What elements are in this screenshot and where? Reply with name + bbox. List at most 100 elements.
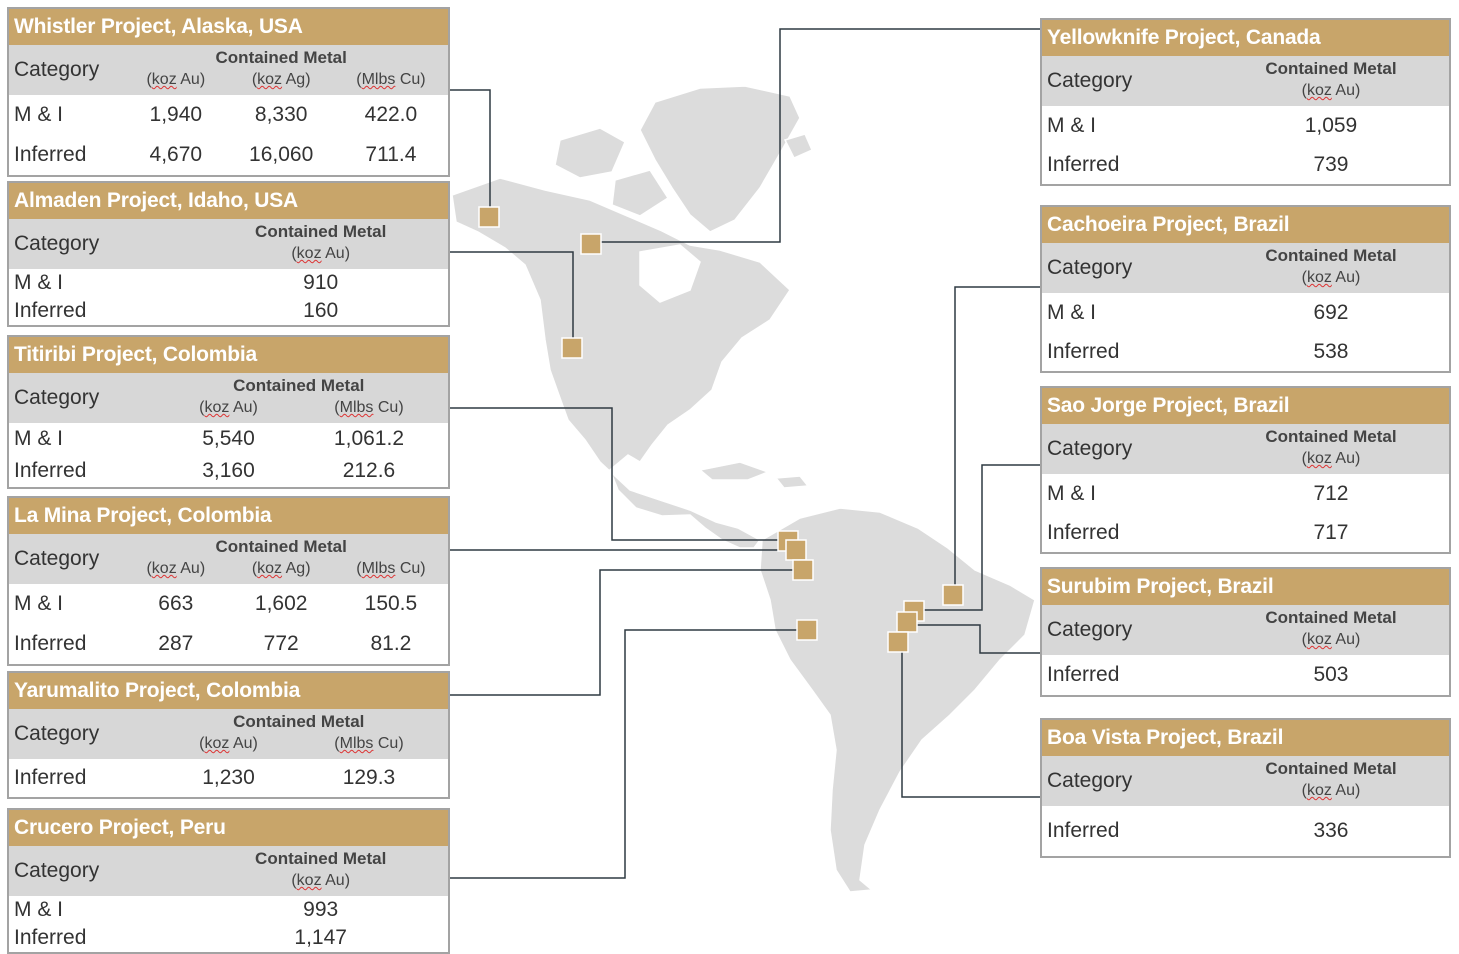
north-america-landmass bbox=[451, 177, 791, 549]
row-value: 212.6 bbox=[342, 459, 396, 482]
unit-symbol: Ag bbox=[285, 71, 306, 88]
table-row: Inferred 1,147 bbox=[9, 924, 448, 952]
unit-symbol: Au bbox=[1335, 450, 1355, 467]
connector-boavista bbox=[901, 648, 1040, 798]
marker-crucero[interactable] bbox=[796, 619, 818, 641]
project-title: Yarumalito Project, Colombia bbox=[9, 673, 448, 709]
row-label: M & I bbox=[14, 427, 64, 450]
arctic-island-1 bbox=[554, 127, 626, 179]
row-value: 1,147 bbox=[294, 926, 347, 949]
connector-titiribi bbox=[450, 407, 780, 541]
row-label: Inferred bbox=[1047, 521, 1120, 544]
unit-symbol: Au bbox=[232, 735, 253, 752]
category-header: Category bbox=[14, 386, 100, 409]
row-label: M & I bbox=[14, 592, 64, 615]
row-label: M & I bbox=[14, 898, 64, 921]
contained-metal-header: Contained Metal bbox=[1265, 608, 1397, 627]
row-value: 692 bbox=[1313, 301, 1349, 324]
contained-metal-header: Contained Metal bbox=[1265, 427, 1397, 446]
arctic-island-2 bbox=[611, 169, 670, 217]
row-label: Inferred bbox=[1047, 153, 1120, 176]
contained-metal-header: Contained Metal bbox=[255, 849, 387, 868]
marker-boavista[interactable] bbox=[887, 631, 909, 653]
row-label: Inferred bbox=[14, 632, 87, 655]
row-label: Inferred bbox=[14, 926, 87, 949]
unit-name: koz bbox=[151, 71, 177, 88]
marker-lamina[interactable] bbox=[785, 539, 807, 561]
unit-name: koz bbox=[204, 735, 230, 752]
unit-name: koz bbox=[151, 560, 177, 577]
iceland-island bbox=[783, 133, 813, 159]
project-title: Boa Vista Project, Brazil bbox=[1042, 720, 1449, 756]
connector-crucero bbox=[450, 629, 800, 879]
project-title: Almaden Project, Idaho, USA bbox=[9, 183, 448, 219]
project-title: Crucero Project, Peru bbox=[9, 810, 448, 846]
unit-header: (koz Au) bbox=[146, 560, 206, 577]
row-value: 3,160 bbox=[202, 459, 255, 482]
marker-cachoeira[interactable] bbox=[942, 584, 964, 606]
unit-header: (Mlbs Cu) bbox=[334, 735, 404, 752]
marker-yellowknife[interactable] bbox=[580, 233, 602, 255]
row-label: Inferred bbox=[14, 766, 87, 789]
unit-name: Mlbs bbox=[339, 399, 374, 416]
marker-whistler[interactable] bbox=[478, 206, 500, 228]
unit-name: koz bbox=[296, 872, 322, 889]
unit-name: Mlbs bbox=[361, 560, 396, 577]
marker-surubim[interactable] bbox=[896, 611, 918, 633]
unit-symbol: Au bbox=[1335, 782, 1355, 799]
row-value: 663 bbox=[158, 592, 194, 615]
project-title: Titiribi Project, Colombia bbox=[9, 337, 448, 373]
unit-name: koz bbox=[1306, 82, 1332, 99]
project-title: Yellowknife Project, Canada bbox=[1042, 20, 1449, 56]
contained-metal-header: Contained Metal bbox=[233, 712, 365, 731]
unit-header: (koz Au) bbox=[1301, 782, 1361, 799]
contained-metal-header: Contained Metal bbox=[215, 48, 347, 67]
unit-symbol: Au bbox=[180, 71, 200, 88]
marker-yarumalito[interactable] bbox=[792, 559, 814, 581]
unit-header: (koz Ag) bbox=[251, 560, 311, 577]
unit-header: (koz Au) bbox=[291, 872, 351, 889]
marker-almaden[interactable] bbox=[561, 337, 583, 359]
row-label: Inferred bbox=[1047, 819, 1120, 842]
unit-symbol: Au bbox=[232, 399, 253, 416]
unit-header: (koz Ag) bbox=[251, 71, 311, 88]
unit-name: koz bbox=[1306, 269, 1332, 286]
category-header: Category bbox=[14, 58, 100, 81]
caribbean-island-2 bbox=[774, 475, 810, 489]
category-header: Category bbox=[14, 722, 100, 745]
row-value: 150.5 bbox=[364, 592, 418, 615]
row-value: 336 bbox=[1313, 819, 1349, 842]
row-value: 5,540 bbox=[202, 427, 255, 450]
unit-name: koz bbox=[257, 560, 283, 577]
contained-metal-header: Contained Metal bbox=[233, 376, 365, 395]
unit-symbol: Cu bbox=[399, 560, 421, 577]
row-label: M & I bbox=[14, 103, 64, 126]
unit-name: koz bbox=[296, 245, 322, 262]
unit-symbol: Cu bbox=[377, 399, 399, 416]
